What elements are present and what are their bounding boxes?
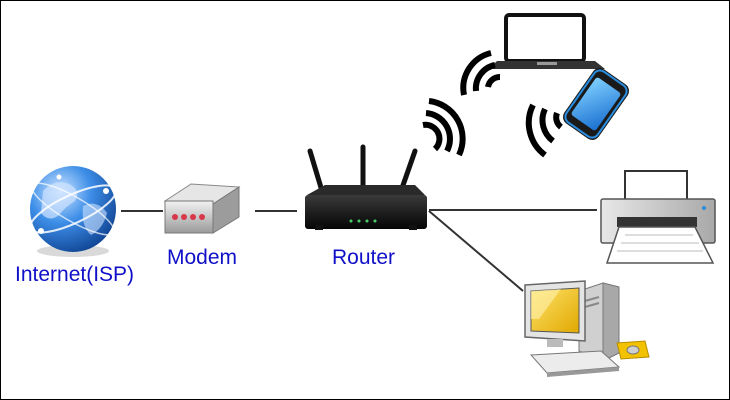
connection-lines <box>121 209 597 292</box>
modem-icon <box>163 183 241 234</box>
wireless-router-icon <box>305 144 427 230</box>
modem-label: Modem <box>167 246 238 269</box>
router-label: Router <box>332 246 396 269</box>
globe-icon <box>28 166 118 257</box>
desktop-computer-icon <box>524 280 650 377</box>
wifi-signal-icon <box>525 103 564 158</box>
smartphone-icon <box>563 68 629 140</box>
printer-icon <box>600 170 716 264</box>
internet-label: Internet(ISP) <box>15 263 135 286</box>
wifi-signal-icon <box>422 98 466 157</box>
laptop-icon <box>489 13 605 69</box>
wifi-signal-icon <box>460 50 501 96</box>
link-router-desktop <box>428 210 524 292</box>
